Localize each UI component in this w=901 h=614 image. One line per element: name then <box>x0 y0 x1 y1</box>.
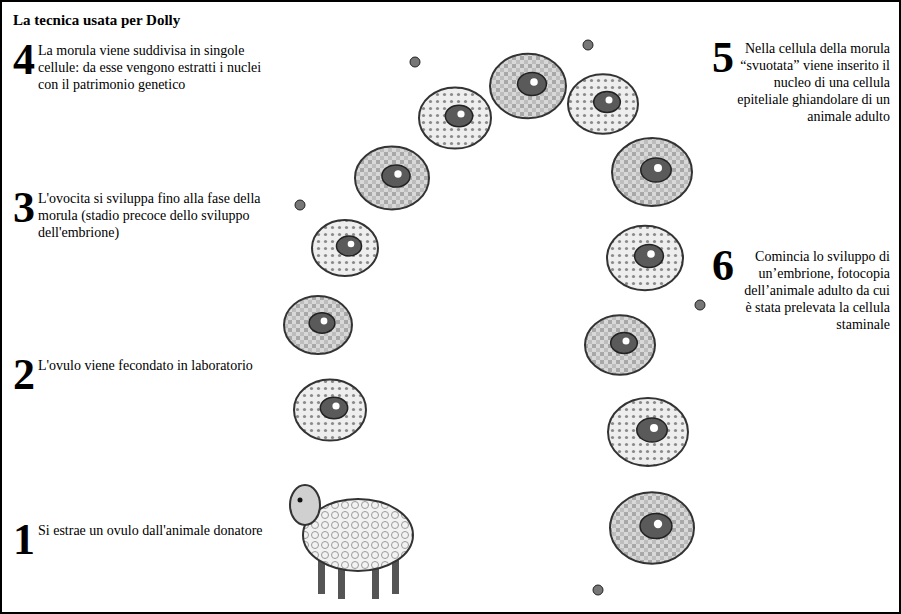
step-block: 3L'ovocita si sviluppa fino alla fase de… <box>13 190 275 241</box>
cell-membrane <box>568 74 638 134</box>
cell-nucleus <box>320 397 347 419</box>
step-block: 4La morula viene suddivisa in singole ce… <box>13 42 275 93</box>
step-text: L'ovulo viene fecondato in laboratorio <box>38 358 253 373</box>
sheep-head <box>290 485 320 525</box>
step-number: 6 <box>712 249 734 283</box>
cell-drawing <box>568 74 638 134</box>
cell-drawing <box>585 315 655 375</box>
nucleolus <box>321 318 328 325</box>
cell-membrane <box>607 226 683 291</box>
cell-drawing <box>355 147 429 210</box>
nucleolus <box>530 78 538 86</box>
cell-membrane <box>490 54 566 119</box>
step-number: 2 <box>13 358 35 392</box>
cell-drawing <box>312 220 378 276</box>
cell-sequence <box>284 40 705 595</box>
accent-dot <box>295 200 305 210</box>
nucleolus <box>332 402 339 409</box>
nucleolus <box>606 97 613 104</box>
cell-drawing <box>608 398 688 466</box>
cell-nucleus <box>336 236 361 256</box>
nucleolus <box>394 170 401 177</box>
cell-membrane <box>284 296 352 354</box>
nucleolus <box>457 110 464 117</box>
cell-nucleus <box>594 92 621 113</box>
figure-title: La tecnica usata per Dolly <box>13 11 180 29</box>
step-number: 5 <box>712 41 734 75</box>
nucleolus <box>650 424 658 432</box>
cell-membrane <box>610 492 694 563</box>
step-number: 1 <box>13 523 35 557</box>
cell-drawing <box>294 379 366 440</box>
cell-nucleus <box>518 73 547 96</box>
cell-drawing <box>607 226 683 291</box>
cell-drawing <box>284 296 352 354</box>
nucleolus <box>654 520 662 528</box>
cell-nucleus <box>445 105 472 127</box>
step-text: Comincia lo sviluppo di un’embrione, fot… <box>744 249 890 332</box>
accent-dot <box>695 300 705 310</box>
sheep-leg <box>318 560 325 594</box>
nucleolus <box>654 164 662 172</box>
cell-nucleus <box>309 313 335 333</box>
cell-membrane <box>294 379 366 440</box>
accent-dot <box>410 57 420 67</box>
accent-dot <box>583 40 593 50</box>
nucleolus <box>348 241 355 248</box>
step-block: 6 Comincia lo sviluppo di un’embrione, fo… <box>712 248 890 333</box>
sheep-eye <box>298 498 303 503</box>
step-block: 5Nella cellula della morula “svuotata” v… <box>712 40 890 125</box>
step-number: 3 <box>13 191 35 225</box>
step-block: 1Si estrae un ovulo dall'animale donator… <box>13 522 275 557</box>
cell-nucleus <box>382 165 410 187</box>
cell-nucleus <box>637 418 667 442</box>
cell-membrane <box>419 87 491 148</box>
step-number: 4 <box>13 43 35 77</box>
nucleolus <box>647 250 655 258</box>
cell-membrane <box>355 147 429 210</box>
cell-membrane <box>312 220 378 276</box>
cell-membrane <box>608 398 688 466</box>
cell-membrane <box>612 138 692 206</box>
step-block: 2L'ovulo viene fecondato in laboratorio <box>13 357 275 392</box>
accent-dot <box>593 585 603 595</box>
step-text: L'ovocita si sviluppa fino alla fase del… <box>38 191 261 240</box>
cell-nucleus <box>611 333 638 354</box>
cell-nucleus <box>640 513 672 538</box>
step-text: Nella cellula della morula “svuotata” vi… <box>737 41 890 124</box>
cell-drawing <box>490 54 566 119</box>
cell-drawing <box>612 138 692 206</box>
step-text: La morula viene suddivisa in singole cel… <box>38 43 261 92</box>
sheep-leg <box>392 560 399 594</box>
sheep-drawing <box>290 485 413 599</box>
nucleolus <box>623 338 630 345</box>
step-text: Si estrae un ovulo dall'animale donatore <box>38 523 263 538</box>
cell-membrane <box>585 315 655 375</box>
cell-nucleus <box>641 158 671 182</box>
cell-drawing <box>610 492 694 563</box>
cell-drawing <box>419 87 491 148</box>
cell-nucleus <box>635 245 664 268</box>
